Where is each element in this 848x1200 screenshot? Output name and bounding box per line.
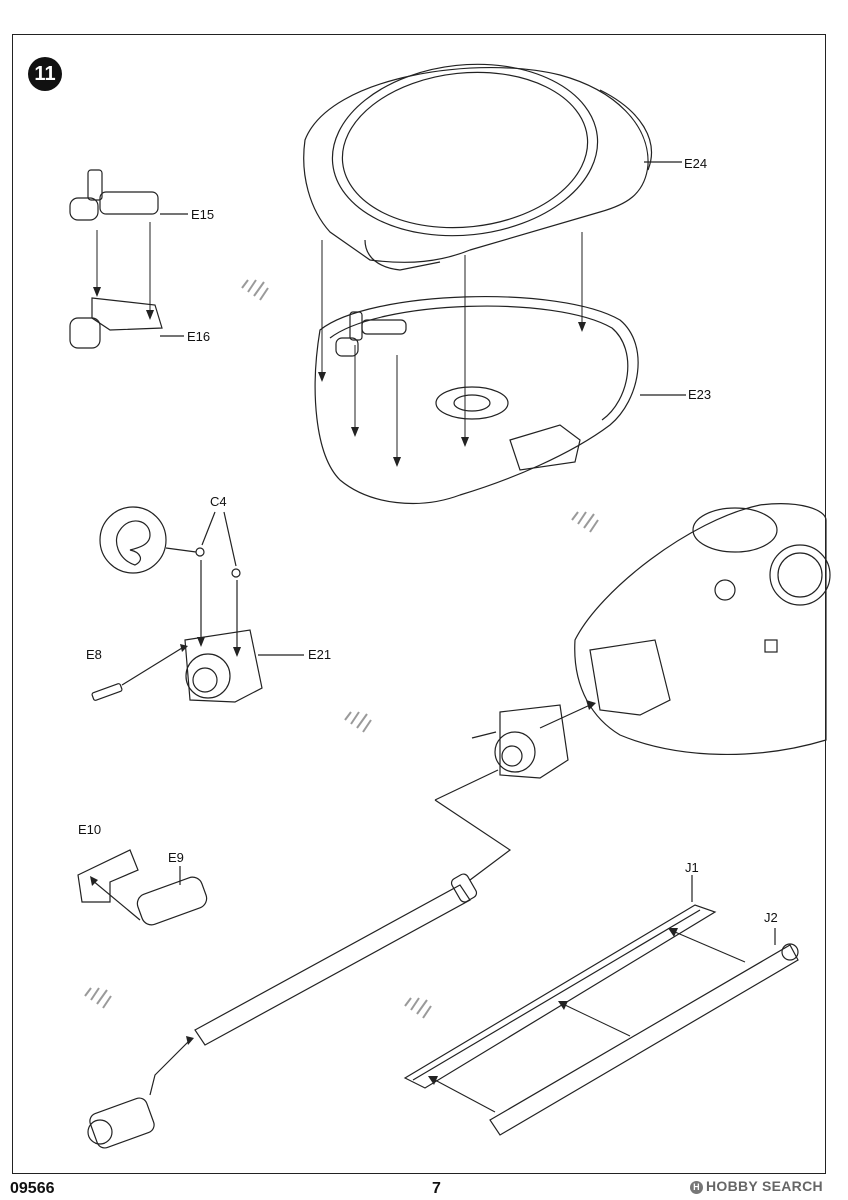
label-e8: E8 bbox=[86, 647, 102, 662]
bolt-e8 bbox=[91, 647, 183, 701]
mantlet-assembly bbox=[471, 704, 591, 779]
mantlet-e21 bbox=[184, 629, 304, 703]
muzzle-brake bbox=[87, 1039, 191, 1149]
label-e16: E16 bbox=[187, 329, 211, 344]
periscope-e15 bbox=[69, 169, 188, 221]
label-e15: E15 bbox=[191, 207, 215, 222]
c4-bolts bbox=[195, 511, 241, 650]
hull-turret bbox=[574, 503, 831, 756]
step-number-badge: 11 bbox=[28, 57, 62, 91]
label-e23: E23 bbox=[688, 387, 712, 402]
rack-arrows bbox=[434, 931, 746, 1113]
periscope-part-on-base bbox=[335, 311, 407, 357]
gun-barrel bbox=[194, 769, 512, 1046]
watermark-text: HOBBY SEARCH bbox=[706, 1178, 823, 1194]
page-number: 7 bbox=[432, 1180, 441, 1197]
product-code: 09566 bbox=[10, 1180, 55, 1197]
label-j1: J1 bbox=[685, 860, 699, 875]
rack-j1 bbox=[403, 875, 717, 1089]
watermark-logo-icon: H bbox=[690, 1181, 703, 1194]
turret-base-e23 bbox=[314, 295, 686, 504]
label-e21: E21 bbox=[308, 647, 332, 662]
label-e10: E10 bbox=[78, 822, 102, 837]
label-c4: C4 bbox=[210, 494, 227, 509]
assembly-arrows-top bbox=[321, 232, 583, 460]
part-e10 bbox=[77, 849, 141, 921]
turret-roof-e24 bbox=[303, 63, 682, 271]
label-e9: E9 bbox=[168, 850, 184, 865]
detail-callout bbox=[99, 506, 197, 574]
periscope-mount-e16 bbox=[69, 297, 184, 349]
label-e24: E24 bbox=[684, 156, 708, 171]
part-e9 bbox=[136, 866, 208, 926]
hatch-shading bbox=[84, 279, 599, 1019]
label-j2: J2 bbox=[764, 910, 778, 925]
rod-j2 bbox=[489, 928, 799, 1136]
